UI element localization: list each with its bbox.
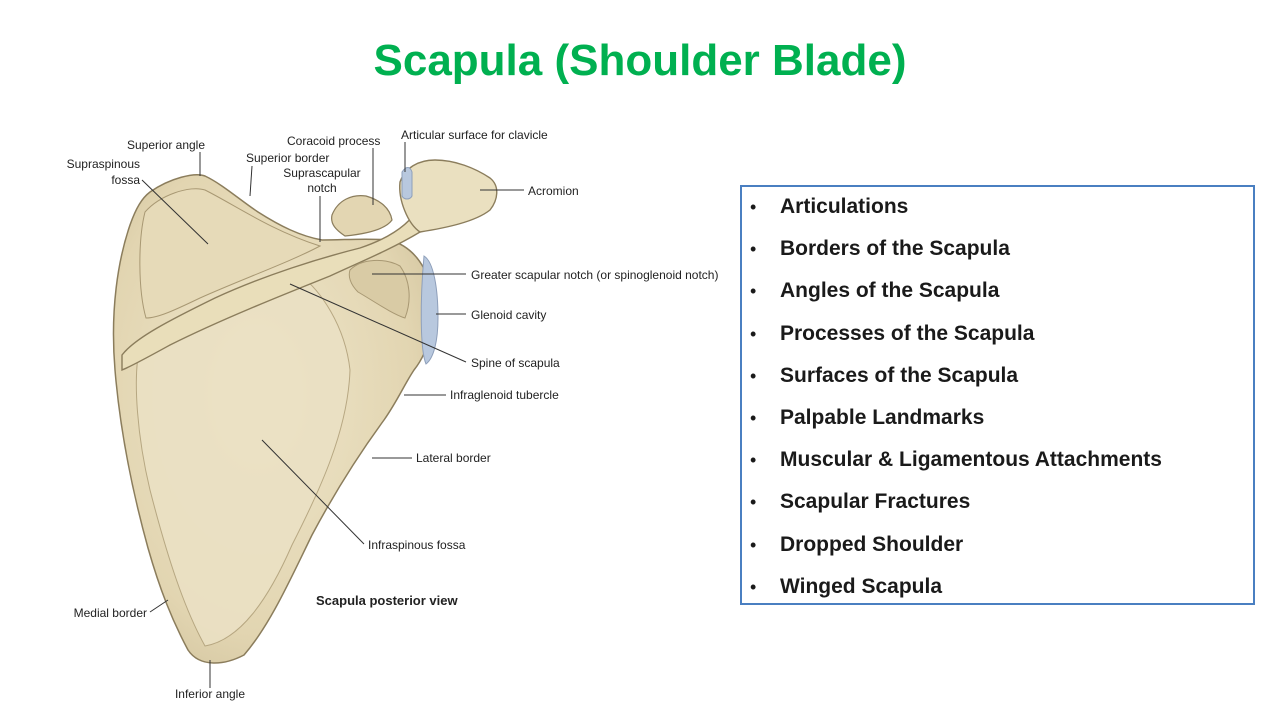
topic-item: • Palpable Landmarks xyxy=(742,406,1253,448)
label-acromion: Acromion xyxy=(528,184,579,198)
label-lateral-border: Lateral border xyxy=(416,451,491,465)
spinoglenoid-notch xyxy=(348,260,410,319)
topic-label: Articulations xyxy=(780,195,909,218)
bullet-icon: • xyxy=(750,365,757,386)
bullet-icon: • xyxy=(750,450,757,471)
clavicle-articular-surface xyxy=(401,167,413,200)
leader-superior-border xyxy=(249,165,253,197)
slide-title: Scapula (Shoulder Blade) xyxy=(373,36,907,85)
label-glenoid-cavity: Glenoid cavity xyxy=(471,308,547,322)
glenoid-cavity xyxy=(420,255,439,365)
label-medial-border: Medial border xyxy=(73,606,147,620)
bullet-icon: • xyxy=(750,239,757,260)
topic-label: Angles of the Scapula xyxy=(780,279,1000,303)
label-supraspinous-fossa-line1: Supraspinous xyxy=(66,157,140,171)
topic-item: • Dropped Shoulder xyxy=(742,533,1253,575)
label-suprascapular-notch-line2: notch xyxy=(307,181,337,195)
label-coracoid-process: Coracoid process xyxy=(287,134,381,148)
label-infraspinous-fossa: Infraspinous fossa xyxy=(368,538,466,552)
topic-label: Scapular Fractures xyxy=(780,490,971,514)
label-supraspinous-fossa-line2: fossa xyxy=(111,173,140,187)
topic-item: • Surfaces of the Scapula xyxy=(742,364,1253,406)
topic-label: Borders of the Scapula xyxy=(780,237,1010,261)
label-articular-surface: Articular surface for clavicle xyxy=(401,128,548,142)
bullet-icon: • xyxy=(750,534,757,555)
label-spine-of-scapula: Spine of scapula xyxy=(471,356,560,370)
label-greater-scapular-notch: Greater scapular notch (or spinoglenoid … xyxy=(471,268,719,282)
bullet-icon: • xyxy=(750,323,757,344)
bullet-icon: • xyxy=(750,197,757,217)
label-infraglenoid-tubercle: Infraglenoid tubercle xyxy=(450,388,559,402)
acromion xyxy=(399,159,498,233)
topic-item: • Articulations xyxy=(742,195,1253,237)
label-superior-angle: Superior angle xyxy=(126,138,206,152)
topic-label: Palpable Landmarks xyxy=(780,405,985,429)
topic-item: • Winged Scapula xyxy=(742,575,1253,617)
topic-label: Processes of the Scapula xyxy=(780,321,1035,345)
topic-item: • Borders of the Scapula xyxy=(742,237,1253,279)
topics-box: • Articulations • Borders of the Scapula •… xyxy=(740,185,1255,605)
topic-label: Muscular & Ligamentous Attachments xyxy=(780,448,1162,472)
scapula-illustration xyxy=(112,142,524,688)
topic-label: Surfaces of the Scapula xyxy=(780,363,1019,387)
label-superior-border: Superior border xyxy=(246,151,330,165)
topics-list: • Articulations • Borders of the Scapula •… xyxy=(742,187,1253,617)
figure-caption: Scapula posterior view xyxy=(316,593,458,608)
scapula-figure: Superior angle Supraspinous fossa Superi… xyxy=(66,128,719,701)
topic-label: Dropped Shoulder xyxy=(780,532,964,556)
leader-medial-border xyxy=(149,599,169,613)
label-suprascapular-notch-line1: Suprascapular xyxy=(283,166,361,180)
leader-spine xyxy=(289,283,467,363)
bullet-icon: • xyxy=(750,576,757,597)
topic-item: • Scapular Fractures xyxy=(742,490,1253,532)
topic-label: Winged Scapula xyxy=(780,574,943,598)
bullet-icon: • xyxy=(750,281,757,302)
leader-infraspinous-fossa xyxy=(261,439,365,545)
topic-item: • Processes of the Scapula xyxy=(742,322,1253,364)
label-inferior-angle: Inferior angle xyxy=(174,687,246,701)
leader-supraspinous-fossa xyxy=(141,179,209,245)
coracoid-process xyxy=(331,195,393,237)
topic-item: • Muscular & Ligamentous Attachments xyxy=(742,448,1253,490)
bullet-icon: • xyxy=(750,492,757,513)
bullet-icon: • xyxy=(750,407,757,428)
topic-item: • Angles of the Scapula xyxy=(742,279,1253,321)
